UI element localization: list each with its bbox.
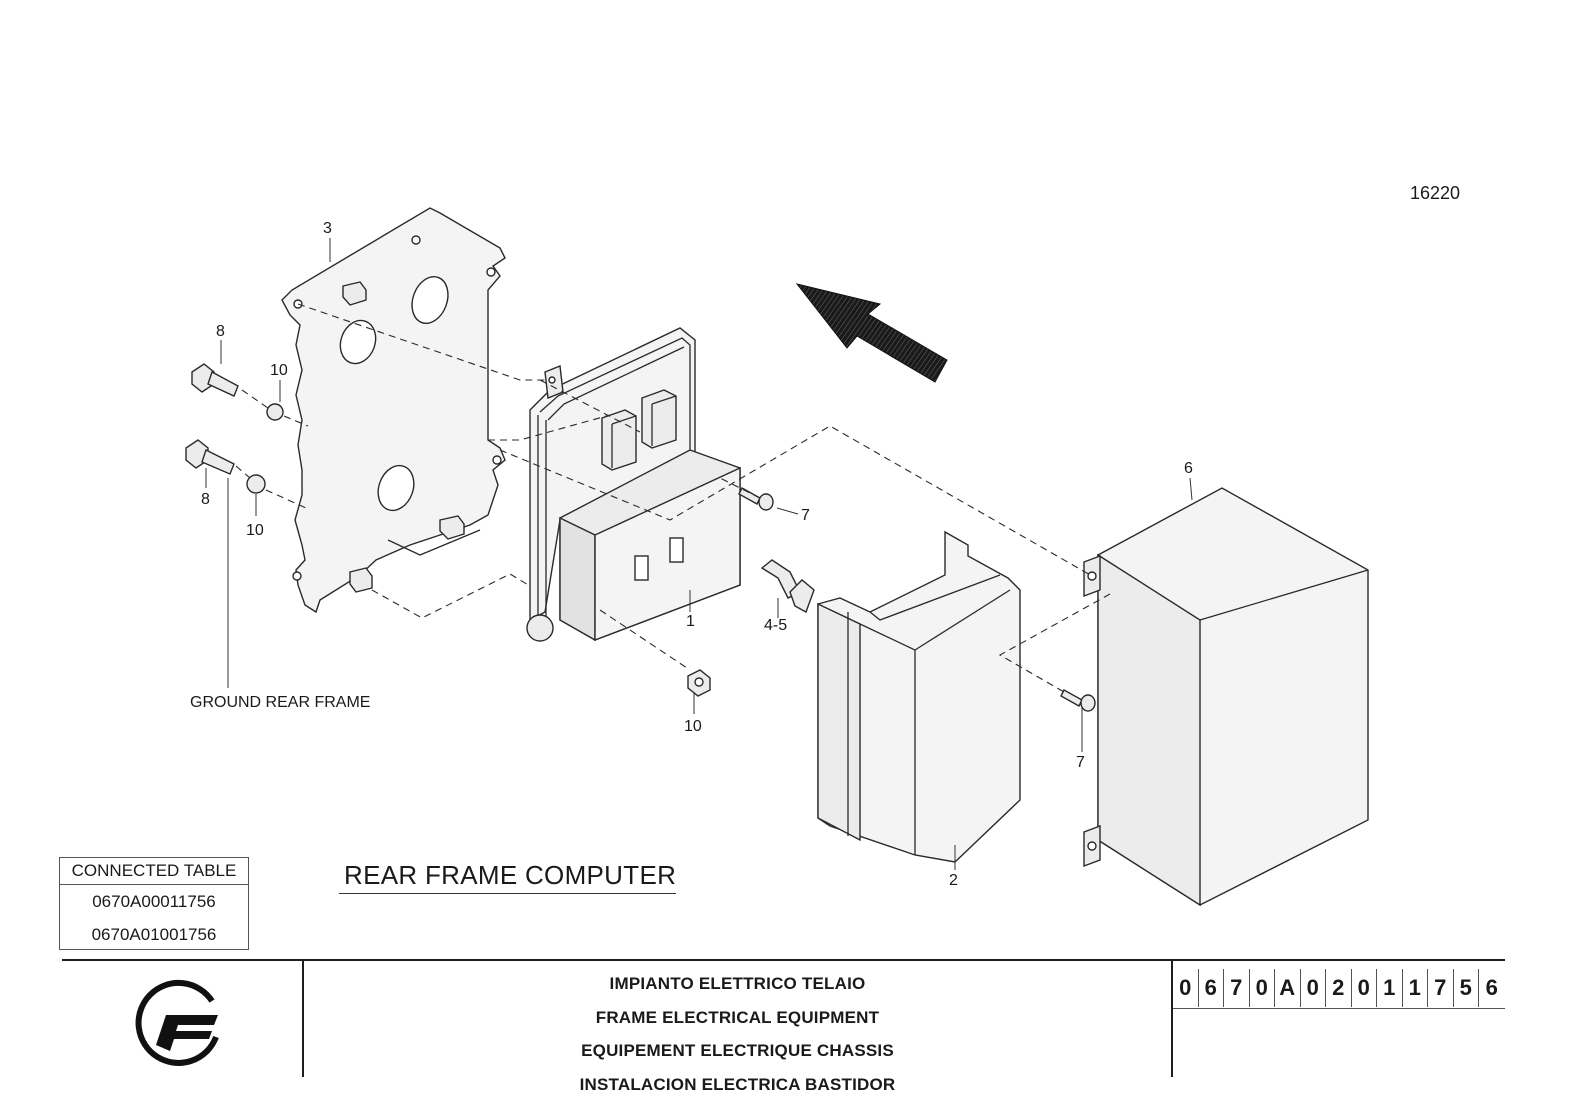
part-number: 0 6 7 0 A 0 2 0 1 1 7 5 6 bbox=[1173, 969, 1505, 1007]
part-number-underline bbox=[1173, 1008, 1505, 1009]
part-number-char: 7 bbox=[1428, 969, 1454, 1007]
part-10-nut-front bbox=[687, 669, 711, 697]
part-number-char: 6 bbox=[1199, 969, 1224, 1007]
callout-1: 1 bbox=[686, 613, 695, 630]
part-number-char: 0 bbox=[1173, 969, 1199, 1007]
part-number-char: 1 bbox=[1377, 969, 1403, 1007]
reference-number: 16220 bbox=[1410, 183, 1461, 203]
callout-10-lower: 10 bbox=[246, 522, 264, 539]
title-underline bbox=[339, 893, 676, 894]
part-8-bolt-upper bbox=[191, 363, 239, 397]
description-english: FRAME ELECTRICAL EQUIPMENT bbox=[595, 1007, 880, 1027]
ground-rear-frame-label: GROUND REAR FRAME bbox=[190, 694, 370, 711]
callout-7-lower: 7 bbox=[1076, 754, 1085, 771]
part-number-char: 0 bbox=[1352, 969, 1377, 1007]
connected-table-row: 0670A01001756 bbox=[91, 925, 217, 944]
part-7-screw-lower bbox=[1060, 689, 1096, 712]
connected-table-header: CONNECTED TABLE bbox=[60, 858, 248, 885]
callout-10-front: 10 bbox=[684, 718, 702, 735]
callout-7-upper: 7 bbox=[801, 507, 810, 524]
part-number-char: 6 bbox=[1485, 975, 1498, 1000]
part-1-computer bbox=[526, 327, 741, 642]
part-number-char: 2 bbox=[1326, 969, 1352, 1007]
title-block-divider bbox=[1171, 959, 1173, 1077]
callout-3: 3 bbox=[323, 220, 332, 237]
company-logo bbox=[135, 979, 219, 1066]
connected-table: CONNECTED TABLE 0670A00011756 0670A01001… bbox=[59, 857, 249, 950]
part-7-screw-upper bbox=[738, 487, 774, 511]
part-3-mounting-plate bbox=[281, 207, 506, 614]
title-block: IMPIANTO ELETTRICO TELAIO FRAME ELECTRIC… bbox=[62, 959, 1505, 1094]
title-descriptions: IMPIANTO ELETTRICO TELAIO FRAME ELECTRIC… bbox=[304, 967, 1171, 1101]
callout-4-5: 4-5 bbox=[764, 617, 787, 634]
part-number-char: 5 bbox=[1454, 969, 1479, 1007]
callout-8-upper: 8 bbox=[216, 323, 225, 340]
assembly-lines bbox=[235, 303, 1111, 693]
description-spanish: INSTALACION ELECTRICA BASTIDOR bbox=[579, 1074, 896, 1094]
connected-table-row: 0670A00011756 bbox=[92, 892, 216, 911]
part-10-nut-lower bbox=[246, 474, 266, 494]
description-italian: IMPIANTO ELETTRICO TELAIO bbox=[609, 974, 866, 993]
direction-arrow bbox=[795, 283, 948, 383]
part-number-char: 0 bbox=[1250, 969, 1275, 1007]
title-block-border bbox=[62, 959, 1505, 961]
part-2-guard bbox=[817, 530, 1021, 863]
callout-2: 2 bbox=[949, 872, 958, 889]
title-block-divider bbox=[302, 959, 304, 1077]
part-10-nut-upper bbox=[266, 403, 284, 421]
description-french: EQUIPEMENT ELECTRIQUE CHASSIS bbox=[581, 1041, 894, 1060]
diagram-title: REAR FRAME COMPUTER bbox=[344, 860, 677, 890]
part-number-char: 1 bbox=[1403, 969, 1428, 1007]
callout-8-lower: 8 bbox=[201, 491, 210, 508]
callout-6: 6 bbox=[1184, 460, 1193, 477]
leader-lines bbox=[205, 238, 1193, 870]
part-number-char: 0 bbox=[1301, 969, 1326, 1007]
part-number-char: A bbox=[1275, 969, 1301, 1007]
callout-10-upper: 10 bbox=[270, 362, 288, 379]
part-8-bolt-lower bbox=[185, 439, 235, 475]
part-number-char: 7 bbox=[1224, 969, 1250, 1007]
part-4-5-clamp bbox=[760, 559, 815, 614]
part-6-cover bbox=[1083, 487, 1369, 907]
